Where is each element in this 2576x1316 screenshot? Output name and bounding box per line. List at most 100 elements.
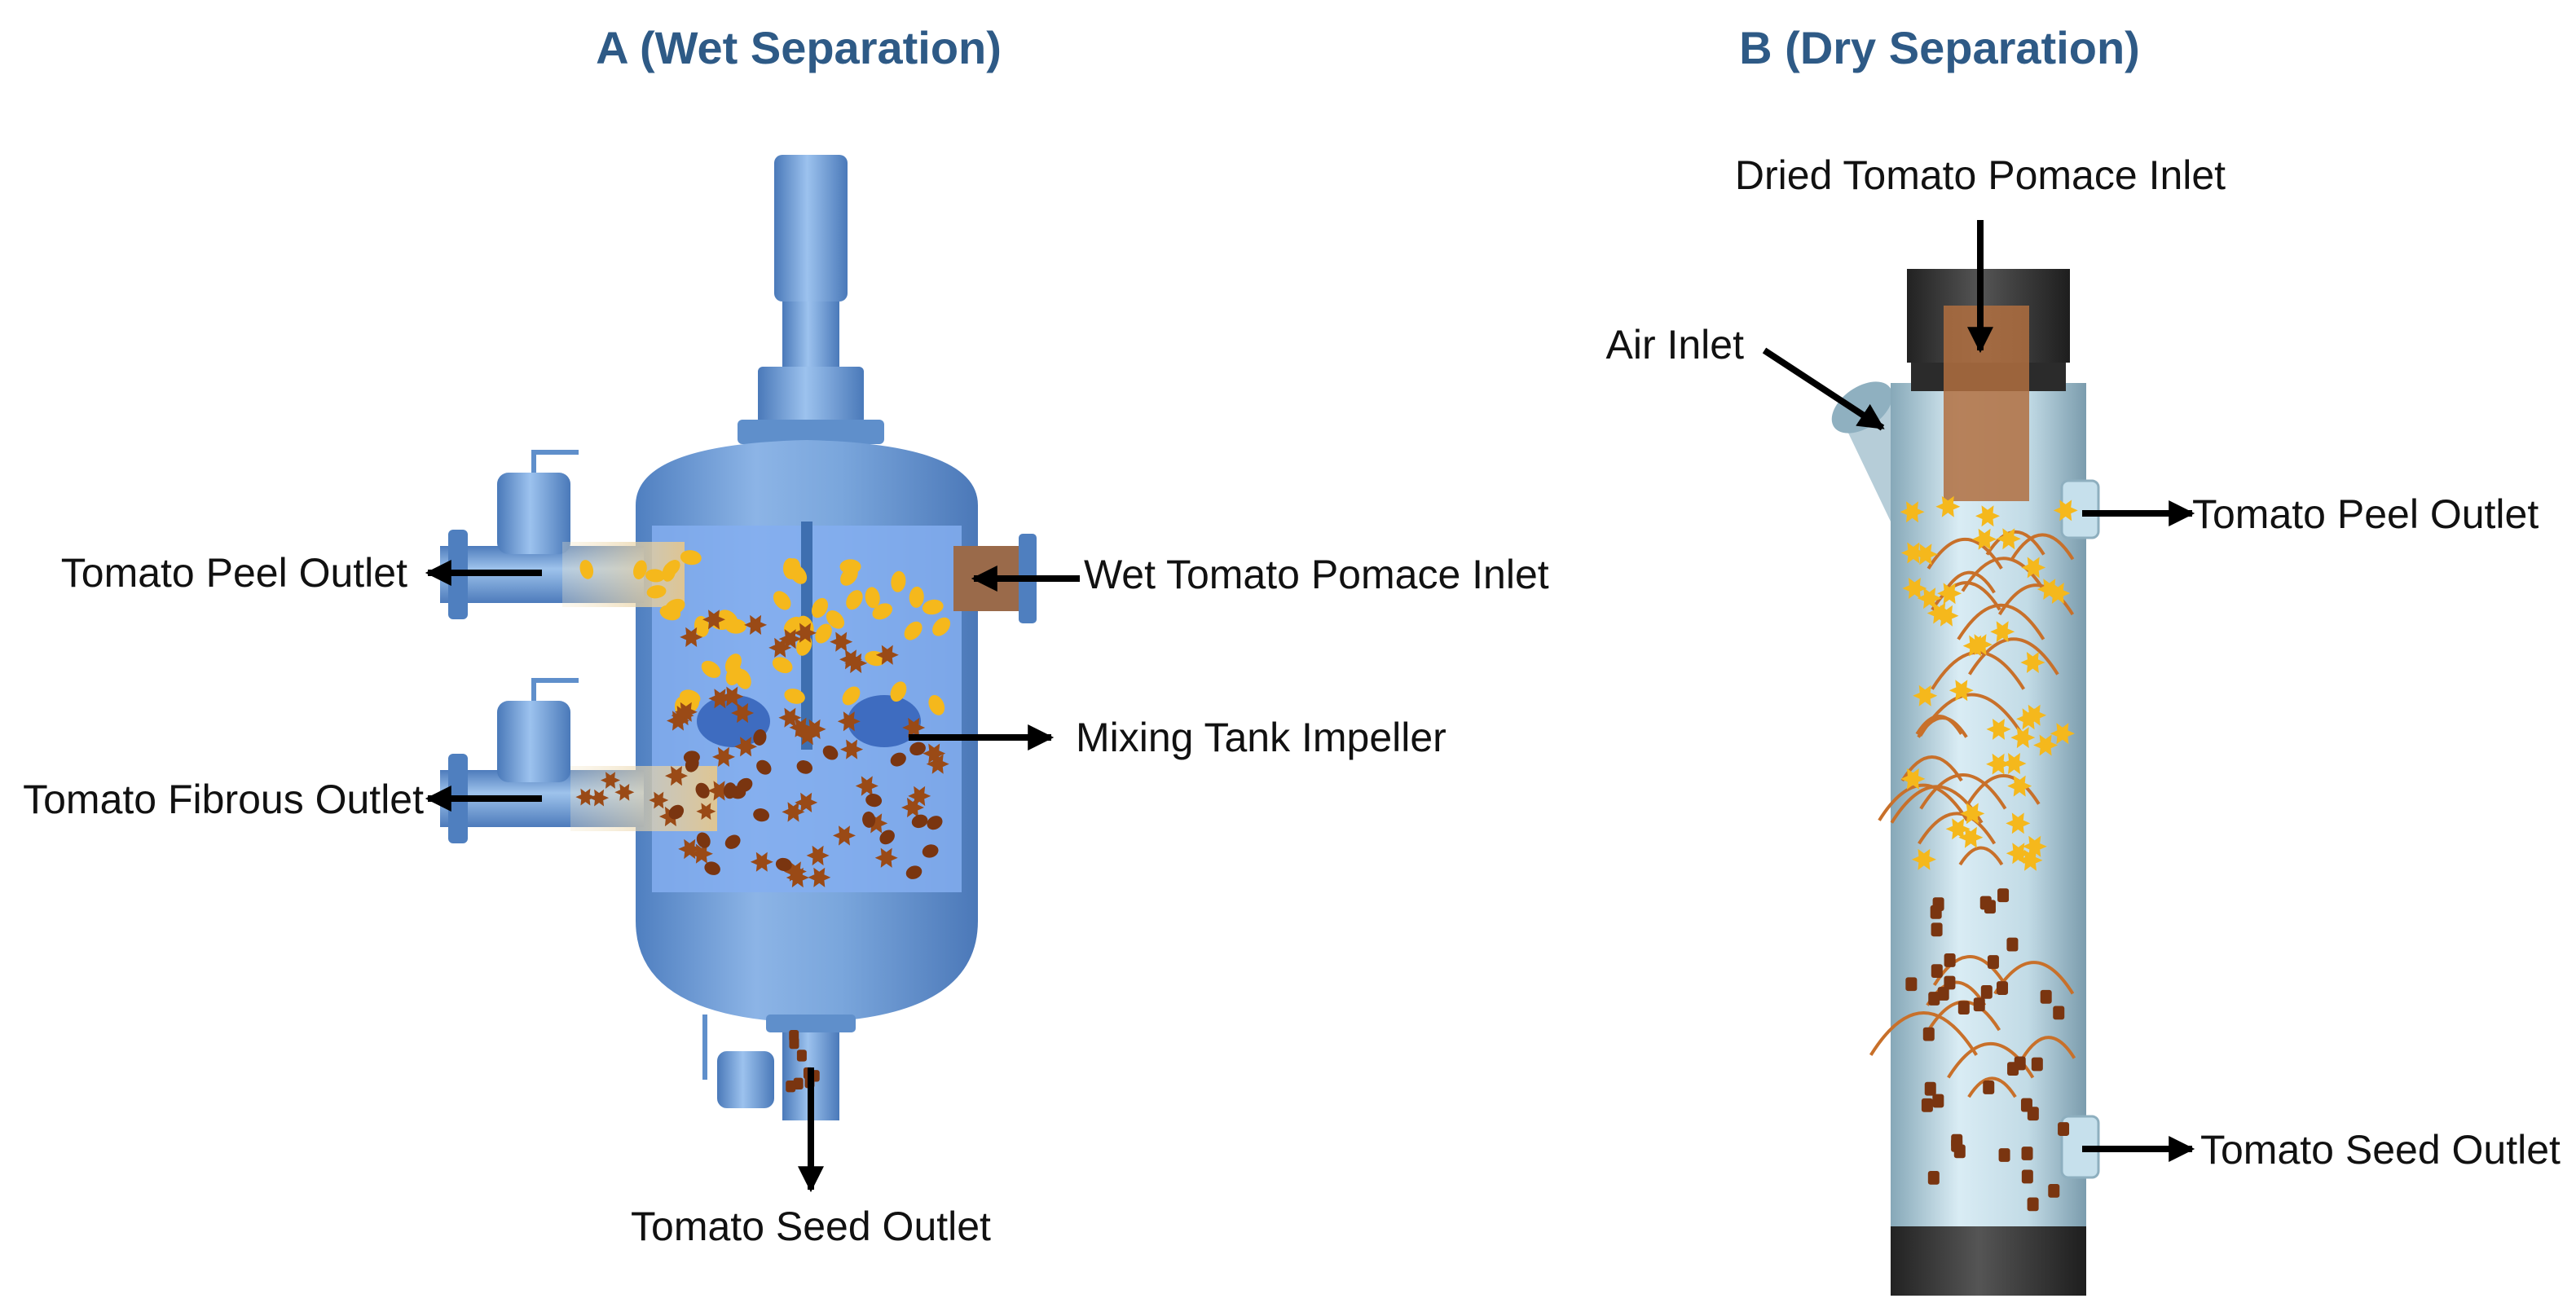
trajectory-arc [1931,581,2001,611]
seed-stream-particle [786,1080,796,1093]
seed-particle [737,777,753,793]
trajectory-arc [1957,604,2045,640]
peel-particle [2020,652,2045,673]
impeller-blade-left [697,695,770,747]
peel-particle [789,565,808,584]
seed-particle [1951,1138,1963,1152]
peel-particle [1902,578,1927,599]
peel-particle [1900,542,1926,564]
peel-particle [815,623,832,644]
peel-particle [811,597,829,618]
seed-particle [753,729,767,746]
fiber-particle [680,627,703,647]
peel-particle [2053,500,2078,522]
trajectory-arc [1915,715,1963,735]
fiber-particle [720,686,744,706]
seed-particle [1980,984,1993,999]
fiber-stream-particle [696,803,716,821]
fibrous-outlet-assembly [440,678,717,843]
seed-particle [927,816,943,830]
seed-particle [2007,1062,2019,1076]
peel-particle [1986,719,2011,740]
peel-valve-handle [531,450,579,473]
peel-particle [2018,849,2043,871]
seed-particle [1924,1081,1936,1096]
seed-particle [1931,922,1943,937]
label-seed-outlet-a: Tomato Seed Outlet [631,1204,991,1249]
peel-particle [1911,848,1936,870]
seed-particle [1997,981,2009,995]
seed-particle [1997,888,2010,903]
seed-particle [723,782,737,799]
trajectory-arc [1926,537,2003,570]
peel-particle [826,610,845,629]
seed-particle [1987,955,1999,969]
peel-particle [904,621,923,640]
panel-b-title: B (Dry Separation) [1739,22,2140,73]
peel-particle [1900,768,1926,790]
seed-particle [911,814,928,829]
seed-particle [704,861,720,875]
peel-particle [2037,579,2062,600]
seed-particle [1944,953,1956,967]
peel-stream-particle [579,560,594,579]
fiber-particle [901,797,924,818]
peel-particle [1960,803,1985,825]
peel-particle [1913,684,1938,706]
trajectory-arc [2021,1036,2076,1059]
tank-flange [738,420,884,444]
shaft-coupling [758,367,864,424]
seed-particle [1957,1001,1970,1015]
fiber-particle [902,717,926,738]
label-impeller: Mixing Tank Impeller [1076,715,1447,760]
seed-particle [2048,1183,2060,1198]
peel-particle [1917,588,1942,610]
peel-particle [1934,605,1959,627]
seed-particle [905,865,923,879]
peel-stream-particle [646,585,667,599]
fiber-stream-particle [589,789,610,807]
label-seed-outlet-b: Tomato Seed Outlet [2200,1127,2561,1173]
peel-particle [1926,602,1952,624]
peel-particle [890,681,907,702]
peel-particle [865,587,880,609]
fiber-particle [830,632,853,652]
peel-particle [735,668,751,689]
peel-particle [922,599,944,615]
seed-particle [2031,1057,2043,1072]
seed-particle [2021,1147,2033,1160]
seed-stream-particle [789,1037,799,1050]
fiber-particle [734,737,758,757]
peel-particle [2001,753,2027,774]
fiber-particle [855,776,878,796]
peel-particle [1900,501,1925,523]
trajectory-arc [1919,773,2007,810]
peel-particle [2045,583,2071,604]
fiber-particle [708,689,732,709]
seed-particle [2027,1107,2039,1121]
peel-particle [928,694,945,715]
seed-particle [1944,975,1956,990]
peel-particle [659,605,681,621]
seed-particle [879,830,895,845]
peel-particle [680,550,702,566]
seed-particle [1905,977,1918,992]
fiber-particle [837,711,861,732]
seed-particle [724,834,741,849]
trajectory-arc [1942,570,1996,594]
seed-particle [1928,992,1940,1006]
fiber-stream-particle [649,791,669,809]
peel-stream-particle [633,560,647,579]
fiber-particle [667,711,689,731]
label-pomace-inlet-b: Dried Tomato Pomace Inlet [1735,152,2226,198]
seed-particle [1931,964,1943,979]
fiber-particle [803,719,826,739]
seed-particle [775,857,792,872]
fiber-particle [789,717,812,737]
column-particles [1869,495,2078,1212]
peel-particle [2010,727,2036,749]
seed-particle [1937,987,1949,1001]
peel-particle [1935,495,1961,517]
trajectory-arc [1869,1011,1978,1056]
